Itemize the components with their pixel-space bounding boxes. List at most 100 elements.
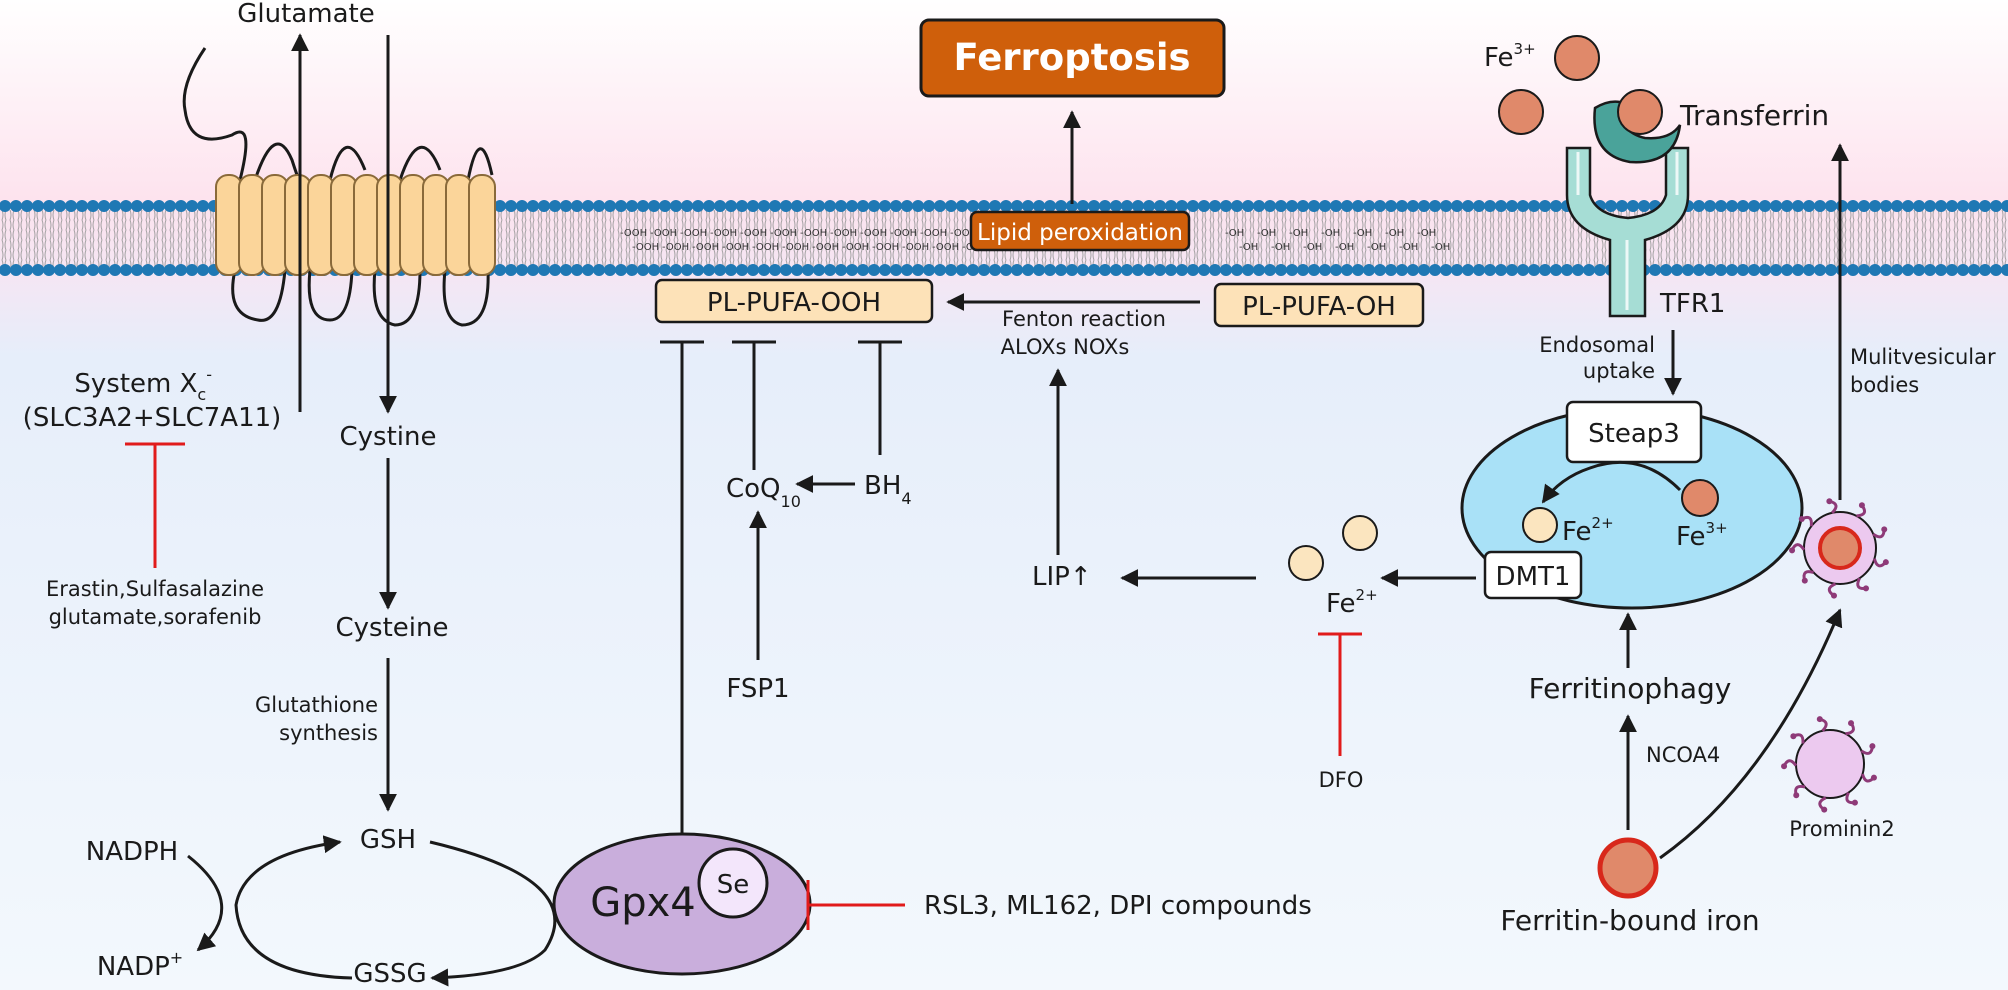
lipid-head bbox=[846, 200, 858, 212]
lipid-head bbox=[604, 264, 616, 276]
lipid-head bbox=[1352, 264, 1364, 276]
lipid-peroxidation-label: Lipid peroxidation bbox=[977, 220, 1183, 246]
lipid-head bbox=[1913, 200, 1925, 212]
lipid-head bbox=[1550, 264, 1562, 276]
endosomal-uptake-line2: uptake bbox=[1583, 359, 1655, 383]
lipid-head bbox=[76, 200, 88, 212]
lipid-head bbox=[120, 264, 132, 276]
lipid-head bbox=[54, 200, 66, 212]
oxidized-lipid-tag: -OH bbox=[1321, 228, 1340, 239]
lipid-head bbox=[571, 264, 583, 276]
lipid-head bbox=[1847, 200, 1859, 212]
lipid-head bbox=[516, 264, 528, 276]
lipid-head bbox=[758, 200, 770, 212]
lipid-head bbox=[109, 200, 121, 212]
oxidized-lipid-tag: -OOH bbox=[782, 242, 809, 253]
lipid-head bbox=[626, 200, 638, 212]
oxidized-lipid-tag: -OOH bbox=[860, 228, 887, 239]
lipid-head bbox=[945, 264, 957, 276]
tfr1-receptor bbox=[1565, 146, 1690, 318]
oxidized-lipid-tag: -OOH bbox=[950, 228, 977, 239]
lipid-head bbox=[615, 200, 627, 212]
lipid-head bbox=[901, 264, 913, 276]
system-xc-label: System Xc- bbox=[74, 365, 212, 404]
lipid-head bbox=[1704, 200, 1716, 212]
lipid-head bbox=[1979, 200, 1991, 212]
se-label: Se bbox=[717, 870, 750, 900]
lipid-head bbox=[1902, 264, 1914, 276]
lipid-head bbox=[505, 264, 517, 276]
lipid-head bbox=[1022, 264, 1034, 276]
lipid-head bbox=[76, 264, 88, 276]
lipid-head bbox=[1880, 200, 1892, 212]
gpx4-inhibitors-label: RSL3, ML162, DPI compounds bbox=[924, 891, 1312, 921]
oxidized-lipid-tag: -OOH bbox=[632, 242, 659, 253]
lipid-head bbox=[791, 200, 803, 212]
oxidized-lipid-tag: -OOH bbox=[692, 242, 719, 253]
lipid-head bbox=[1132, 200, 1144, 212]
lipid-head bbox=[1990, 200, 2002, 212]
prominin2-spike-tip bbox=[1821, 806, 1828, 813]
lipid-head bbox=[164, 200, 176, 212]
lipid-head bbox=[1253, 264, 1265, 276]
lipid-head bbox=[527, 264, 539, 276]
lipid-head bbox=[857, 264, 869, 276]
oxidized-lipid-tag: -OH bbox=[1289, 228, 1308, 239]
lipid-head bbox=[21, 264, 33, 276]
lipid-head bbox=[1484, 200, 1496, 212]
lipid-head bbox=[1198, 264, 1210, 276]
prominin2-spike-tip bbox=[1863, 585, 1870, 592]
lipid-head bbox=[637, 200, 649, 212]
lipid-head bbox=[923, 264, 935, 276]
lipid-head bbox=[1737, 264, 1749, 276]
oxidized-lipid-tag: -OOH bbox=[770, 228, 797, 239]
oxidized-lipid-tag: -OH bbox=[1225, 228, 1244, 239]
gsh-synthesis-line1: Glutathione bbox=[255, 693, 378, 717]
lipid-head bbox=[1968, 200, 1980, 212]
lipid-head bbox=[1803, 264, 1815, 276]
lipid-head bbox=[582, 264, 594, 276]
lipid-head bbox=[87, 264, 99, 276]
oxidized-lipid-tag: -OH bbox=[1385, 228, 1404, 239]
steap3-box bbox=[1565, 400, 1703, 464]
lipid-head bbox=[1187, 264, 1199, 276]
lipid-head bbox=[1825, 200, 1837, 212]
lipid-head bbox=[32, 264, 44, 276]
lipid-head bbox=[1121, 264, 1133, 276]
lipid-head bbox=[1451, 264, 1463, 276]
lipid-head bbox=[1242, 200, 1254, 212]
lipid-head bbox=[32, 200, 44, 212]
lipid-head bbox=[1231, 264, 1243, 276]
lipid-head bbox=[1770, 200, 1782, 212]
lipid-head bbox=[109, 264, 121, 276]
lipid-head bbox=[637, 264, 649, 276]
lipid-head bbox=[1759, 200, 1771, 212]
lipid-head bbox=[1209, 200, 1221, 212]
dmt1-label: DMT1 bbox=[1496, 562, 1571, 592]
lipid-head bbox=[1176, 264, 1188, 276]
lipid-head bbox=[1836, 264, 1848, 276]
lipid-head bbox=[1088, 200, 1100, 212]
lipid-head bbox=[593, 264, 605, 276]
lipid-head bbox=[802, 264, 814, 276]
lipid-head bbox=[1066, 200, 1078, 212]
nadp-label: NADP+ bbox=[97, 948, 183, 982]
lipid-head bbox=[98, 200, 110, 212]
lipid-head bbox=[615, 264, 627, 276]
lipid-head bbox=[1231, 200, 1243, 212]
lipid-head bbox=[626, 264, 638, 276]
oxidized-lipid-tag: -OOH bbox=[662, 242, 689, 253]
lipid-head bbox=[1044, 200, 1056, 212]
prominin2-spike-tip bbox=[1801, 577, 1808, 584]
lipid-head bbox=[1693, 200, 1705, 212]
lipid-head bbox=[1759, 264, 1771, 276]
prominin2-spike-tip bbox=[1826, 498, 1833, 505]
lipid-head bbox=[692, 200, 704, 212]
lipid-head bbox=[1462, 264, 1474, 276]
lipid-head bbox=[1286, 264, 1298, 276]
lipid-head bbox=[1517, 264, 1529, 276]
lipid-head bbox=[65, 264, 77, 276]
lipid-head bbox=[1440, 264, 1452, 276]
prominin2-spike-tip bbox=[1790, 733, 1797, 740]
lipid-head bbox=[1935, 264, 1947, 276]
